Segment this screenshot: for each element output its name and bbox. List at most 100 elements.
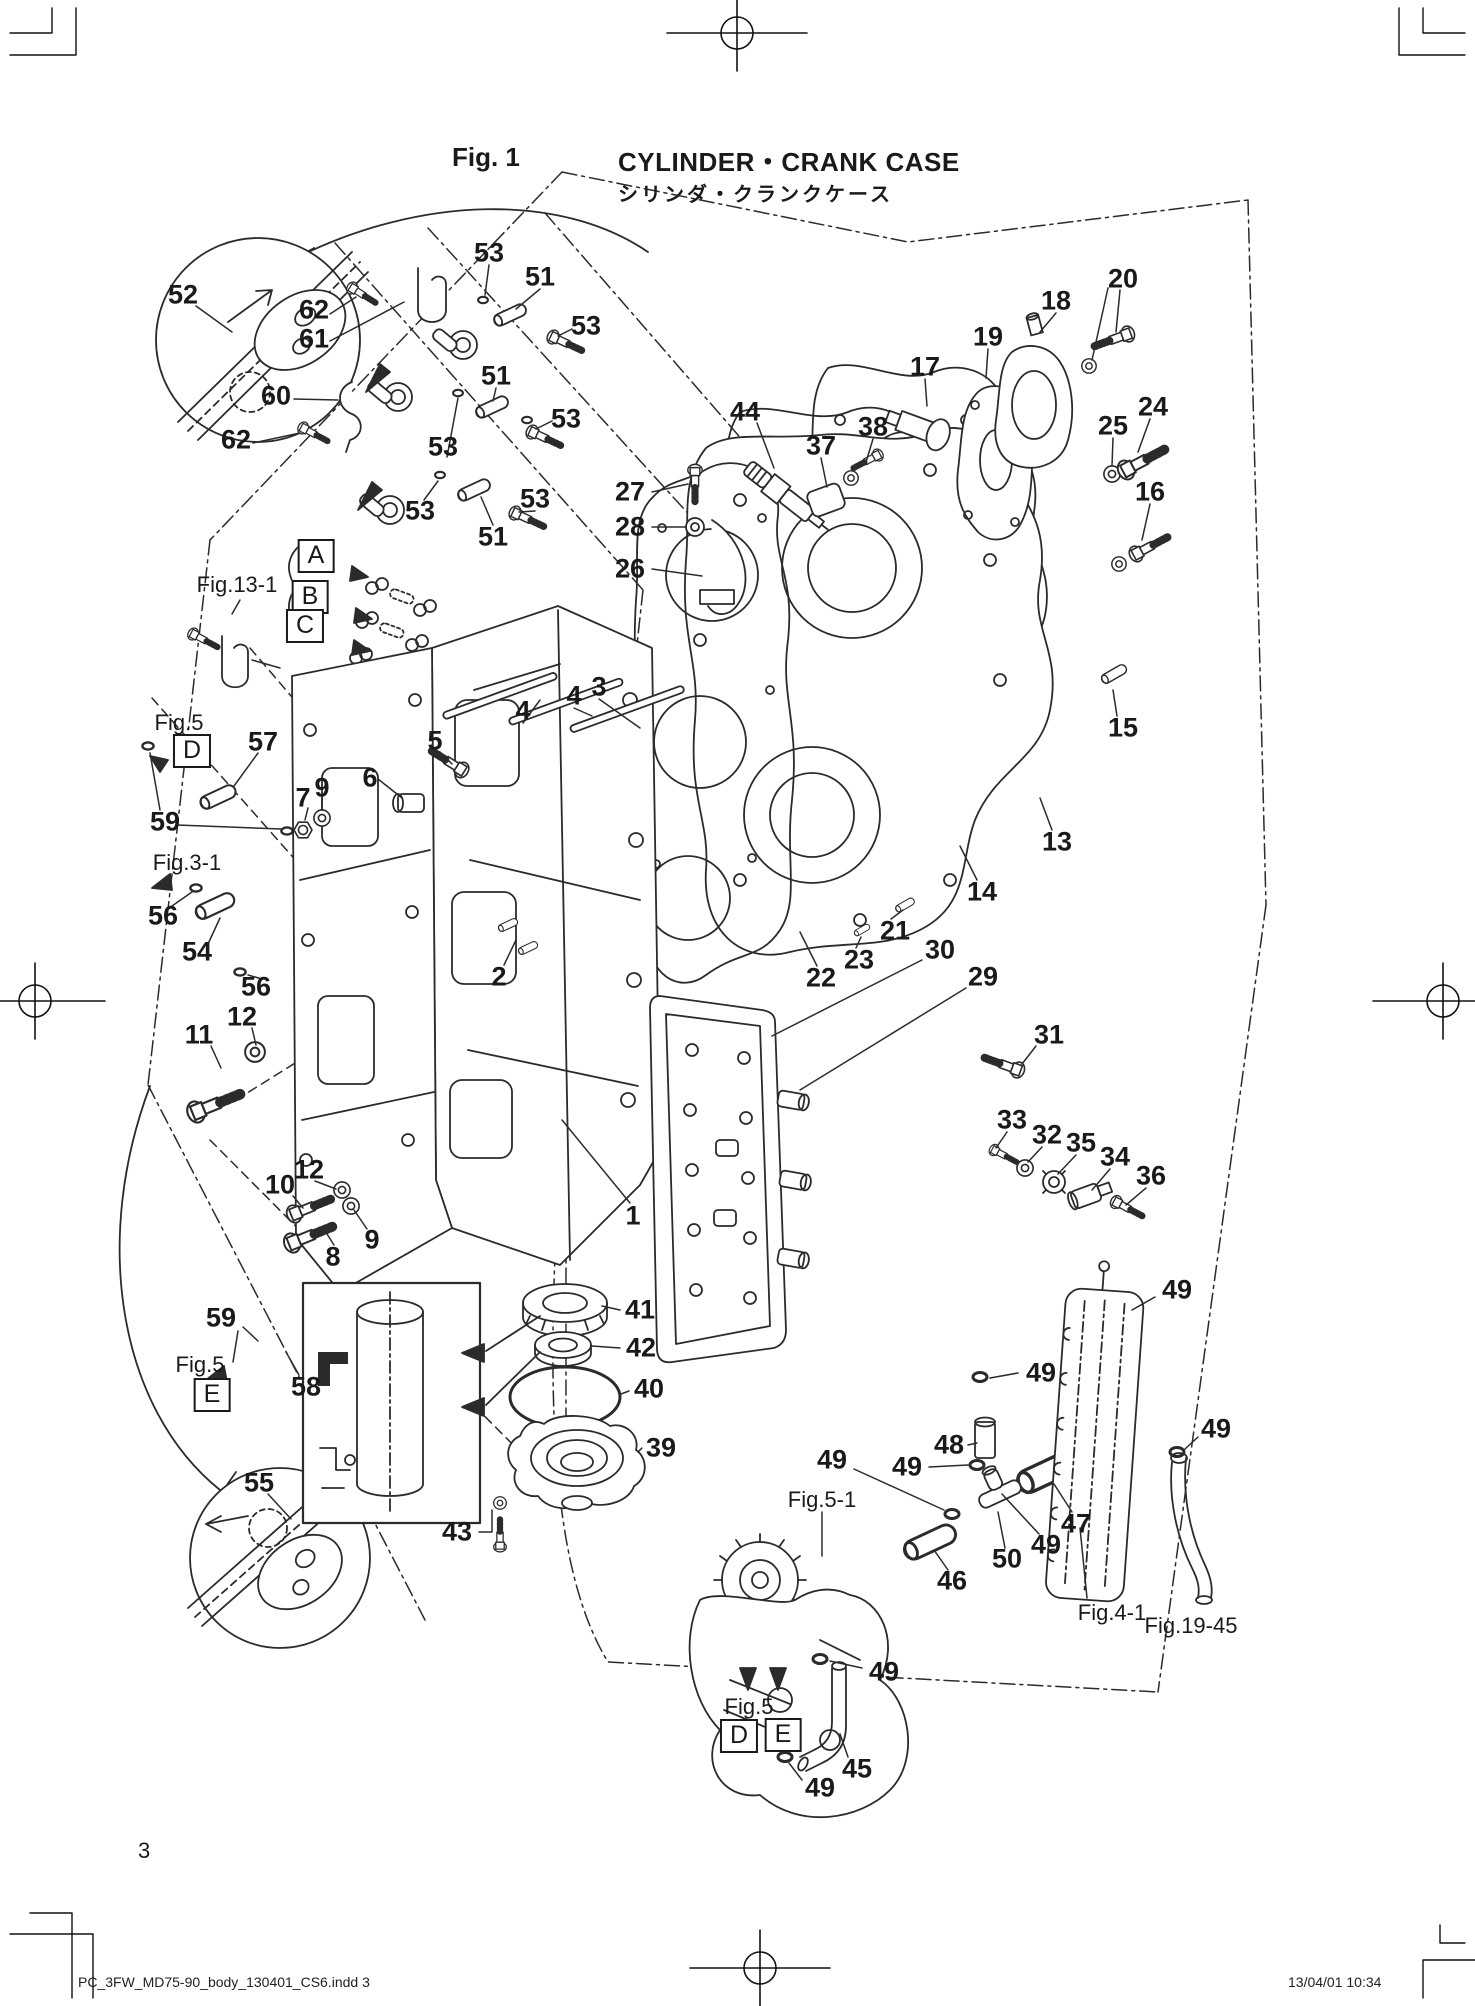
assembly-letter-callout: A: [297, 539, 335, 573]
figure-reference-callout: Fig.5-1: [787, 1487, 857, 1512]
part-number-callout: 21: [879, 915, 911, 946]
part-number-callout: 34: [1099, 1141, 1131, 1172]
part-number-callout: 36: [1135, 1160, 1167, 1191]
figure-reference-callout: Fig.5: [154, 710, 204, 735]
part-number-callout: 53: [570, 310, 602, 341]
part-number-callout: 9: [364, 1224, 380, 1255]
part-number-callout: 17: [909, 351, 941, 382]
oil-pump-39: [507, 1415, 646, 1511]
part-number-callout: 25: [1097, 410, 1129, 441]
part-number-callout: 9: [314, 772, 330, 803]
part-number-callout: 61: [298, 323, 330, 354]
strainer-plate: [1045, 1260, 1145, 1603]
part-number-callout: 42: [625, 1332, 657, 1363]
part-number-callout: 49: [1161, 1274, 1193, 1305]
part-number-callout: 56: [147, 900, 179, 931]
part-number-callout: 13: [1041, 826, 1073, 857]
part-number-callout: 31: [1033, 1019, 1065, 1050]
studs: [442, 672, 685, 733]
inset-box: [301, 1281, 482, 1525]
figure-reference-callout: Fig.5: [724, 1694, 774, 1719]
spacer-6: [392, 793, 425, 813]
part-number-callout: 24: [1137, 391, 1169, 422]
part-number-callout: 59: [149, 806, 181, 837]
part-number-callout: 41: [624, 1294, 656, 1325]
part-number-callout: 32: [1031, 1119, 1063, 1150]
part-number-callout: 51: [477, 521, 509, 552]
crop-marks: [9, 7, 1475, 1999]
part-number-callout: 62: [298, 294, 330, 325]
part-number-callout: 49: [891, 1451, 923, 1482]
part-number-callout: 53: [550, 403, 582, 434]
part-number-callout: 45: [841, 1753, 873, 1784]
page-title-japanese: シリンダ・クランクケース: [618, 184, 893, 206]
part-number-callout: 23: [843, 944, 875, 975]
hold-down-26: [699, 519, 747, 615]
part-number-callout: 3: [591, 671, 607, 702]
part-number-callout: 11: [184, 1019, 214, 1050]
assembly-letter-callout: E: [764, 1718, 802, 1752]
part-number-callout: 60: [260, 380, 292, 411]
part-number-callout: 30: [924, 934, 956, 965]
powerhead-mini: [688, 1533, 910, 1819]
part-number-callout: 26: [614, 553, 646, 584]
assembly-letter-callout: D: [172, 734, 212, 768]
detail-circle-52: [155, 237, 369, 443]
part-number-callout: 22: [805, 962, 837, 993]
part-number-callout: 59: [205, 1302, 237, 1333]
cylinder-block: [431, 605, 661, 1266]
part-number-callout: 12: [293, 1154, 325, 1185]
spark-plug: [743, 461, 829, 531]
part-number-callout: 47: [1060, 1508, 1092, 1539]
part-number-callout: 20: [1107, 263, 1139, 294]
part-number-callout: 49: [804, 1772, 836, 1803]
part-number-callout: 37: [805, 430, 837, 461]
assembly-letter-callout: E: [193, 1378, 231, 1412]
part-number-callout: 57: [247, 726, 279, 757]
part-number-callout: 49: [1200, 1413, 1232, 1444]
hose-45: [797, 1661, 847, 1772]
part-number-callout: 50: [991, 1543, 1023, 1574]
part-number-callout: 40: [633, 1373, 665, 1404]
footer-timestamp: 13/04/01 10:34: [1288, 1974, 1382, 1990]
part-number-callout: 7: [295, 782, 311, 813]
part-number-callout: 53: [519, 483, 551, 514]
part-number-callout: 39: [645, 1432, 677, 1463]
t-joint-50: [978, 1465, 1022, 1509]
part-number-callout: 38: [857, 411, 889, 442]
part-number-callout: 14: [966, 876, 998, 907]
page-number: 3: [138, 1838, 151, 1863]
part-number-callout: 5: [427, 725, 443, 756]
part-number-callout: 10: [264, 1169, 296, 1200]
bearing-41: [522, 1283, 608, 1337]
part-number-callout: 33: [996, 1104, 1028, 1135]
part-number-callout: 35: [1065, 1127, 1097, 1158]
part-number-callout: 4: [566, 680, 582, 711]
part-number-callout: 27: [614, 476, 646, 507]
part-number-callout: 15: [1107, 712, 1139, 743]
assembly-letter-callout: B: [291, 580, 329, 614]
bracket-parts: [186, 267, 447, 689]
part-number-callout: 28: [614, 511, 646, 542]
breather-plate: [649, 995, 812, 1364]
part-number-callout: 48: [933, 1429, 965, 1460]
part-number-callout: 12: [226, 1001, 258, 1032]
assembly-letter-callout: D: [719, 1719, 759, 1753]
leader-lines: [149, 264, 1199, 1781]
part-number-callout: 49: [1025, 1357, 1057, 1388]
part-number-callout: 58: [290, 1371, 322, 1402]
part-number-callout: 54: [181, 936, 213, 967]
part-number-callout: 53: [473, 237, 505, 268]
part-number-callout: 19: [972, 321, 1004, 352]
part-number-callout: 53: [427, 431, 459, 462]
part-number-callout: 44: [729, 396, 761, 427]
page-title: CYLINDER・CRANK CASE: [618, 147, 960, 177]
part-number-callout: 43: [441, 1516, 473, 1547]
part-number-callout: 49: [816, 1444, 848, 1475]
figure-reference-callout: Fig.5: [175, 1352, 225, 1377]
figure-reference-callout: Fig.3-1: [152, 850, 222, 875]
part-number-callout: 6: [362, 762, 378, 793]
part-number-callout: 4: [515, 695, 531, 726]
